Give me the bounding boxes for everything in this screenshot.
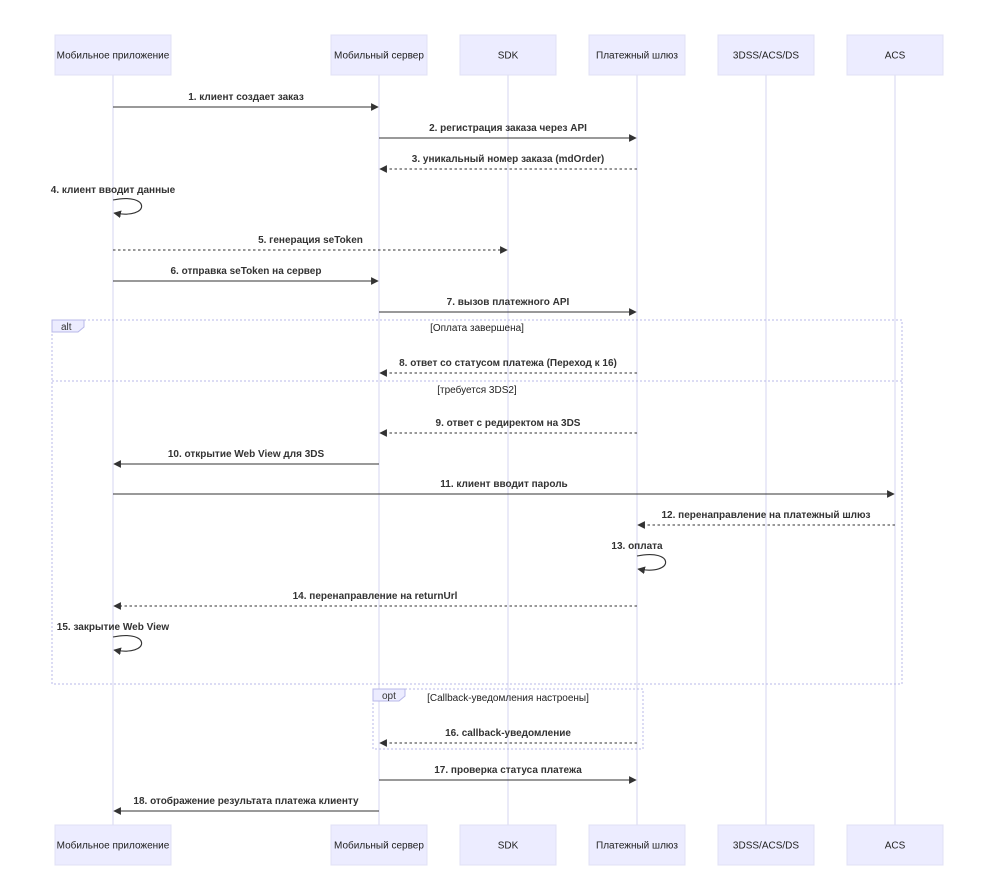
message-label: 13. оплата <box>611 541 663 552</box>
participant-box <box>54 824 172 866</box>
message-16: 16. callback-уведомление <box>379 728 637 747</box>
participant-box <box>330 824 428 866</box>
message-13: 13. оплата <box>611 541 666 575</box>
messages: 1. клиент создает заказ 2. регистрация за… <box>51 92 895 815</box>
participant-box <box>717 824 815 866</box>
participant-server-top: Мобильный сервер <box>330 34 428 76</box>
message-3: 3. уникальный номер заказа (mdOrder) <box>379 154 637 173</box>
frame-border <box>372 688 644 750</box>
participant-label: Мобильное приложение <box>57 840 170 852</box>
message-6: 6. отправка seToken на сервер <box>113 266 379 285</box>
message-label: 10. открытие Web View для 3DS <box>168 449 325 460</box>
participant-sdk-bottom: SDK <box>459 824 557 866</box>
participant-box <box>54 34 172 76</box>
message-5: 5. генерация seToken <box>113 235 508 254</box>
message-8: 8. ответ со статусом платежа (Переход к … <box>379 358 637 377</box>
message-9: 9. ответ с редиректом на 3DS <box>379 418 637 437</box>
participant-ds-bottom: 3DSS/ACS/DS <box>717 824 815 866</box>
participant-box <box>459 34 557 76</box>
message-label: 6. отправка seToken на сервер <box>171 266 322 277</box>
message-label: 8. ответ со статусом платежа (Переход к … <box>399 358 617 369</box>
message-label: 12. перенаправление на платежный шлюз <box>661 510 870 521</box>
frames: alt [Оплата завершена] [требуется 3DS2] opt… <box>51 319 903 750</box>
message-17: 17. проверка статуса платежа <box>379 765 637 784</box>
participant-box <box>846 34 944 76</box>
frame-condition: [Callback-уведомления настроены] <box>427 693 589 704</box>
participant-label: ACS <box>885 51 906 62</box>
message-18: 18. отображение результата платежа клиен… <box>113 795 379 815</box>
message-label: 4. клиент вводит данные <box>51 185 176 196</box>
participant-label: ACS <box>885 841 906 852</box>
participant-box <box>459 824 557 866</box>
frame-opt: opt [Callback-уведомления настроены] <box>372 688 644 750</box>
participant-label: 3DSS/ACS/DS <box>733 51 799 62</box>
frame-border <box>51 319 903 685</box>
message-label: 16. callback-уведомление <box>445 728 571 739</box>
self-message-arrow <box>112 635 142 656</box>
participant-label: 3DSS/ACS/DS <box>733 841 799 852</box>
participant-ds-top: 3DSS/ACS/DS <box>717 34 815 76</box>
message-label: 7. вызов платежного API <box>447 297 570 308</box>
participant-label: SDK <box>498 841 519 852</box>
message-label: 14. перенаправление на returnUrl <box>293 591 458 602</box>
participant-acs-top: ACS <box>846 34 944 76</box>
message-label: 15. закрытие Web View <box>57 622 170 633</box>
message-label: 18. отображение результата платежа клиен… <box>133 795 359 807</box>
frame-keyword: alt <box>61 322 72 333</box>
participant-box <box>717 34 815 76</box>
message-10: 10. открытие Web View для 3DS <box>113 449 379 468</box>
participant-server-bottom: Мобильный сервер <box>330 824 428 866</box>
actors-bottom: Мобильное приложение Мобильный сервер SDK П… <box>54 824 944 866</box>
message-11: 11. клиент вводит пароль <box>113 479 895 498</box>
participant-acs-bottom: ACS <box>846 824 944 866</box>
participant-box <box>330 34 428 76</box>
participant-box <box>588 34 686 76</box>
frame-condition: [требуется 3DS2] <box>437 384 517 396</box>
message-label: 2. регистрация заказа через API <box>429 123 587 134</box>
message-label: 17. проверка статуса платежа <box>434 765 582 776</box>
message-12: 12. перенаправление на платежный шлюз <box>637 510 895 529</box>
participant-label: Мобильный сервер <box>334 840 424 852</box>
message-2: 2. регистрация заказа через API <box>379 123 637 142</box>
participant-sdk-top: SDK <box>459 34 557 76</box>
message-7: 7. вызов платежного API <box>379 297 637 316</box>
message-label: 1. клиент создает заказ <box>188 92 304 103</box>
self-message-arrow <box>112 198 142 219</box>
frame-alt: alt [Оплата завершена] [требуется 3DS2] <box>51 319 903 685</box>
frame-tab <box>51 319 85 333</box>
participant-label: SDK <box>498 51 519 62</box>
message-1: 1. клиент создает заказ <box>113 92 379 111</box>
participant-app-top: Мобильное приложение <box>54 34 172 76</box>
participant-label: Платежный шлюз <box>596 51 678 62</box>
message-4: 4. клиент вводит данные <box>51 185 176 219</box>
participant-label: Платежный шлюз <box>596 841 678 852</box>
message-14: 14. перенаправление на returnUrl <box>113 591 637 610</box>
participant-app-bottom: Мобильное приложение <box>54 824 172 866</box>
frame-condition: [Оплата завершена] <box>430 323 524 334</box>
frame-keyword: opt <box>382 691 396 702</box>
self-message-arrow <box>636 554 666 575</box>
message-label: 3. уникальный номер заказа (mdOrder) <box>412 154 604 165</box>
message-15: 15. закрытие Web View <box>57 622 170 656</box>
participant-gateway-top: Платежный шлюз <box>588 34 686 76</box>
message-label: 9. ответ с редиректом на 3DS <box>436 418 581 429</box>
participant-label: Мобильный сервер <box>334 50 424 62</box>
actors-top: Мобильное приложение Мобильный сервер SDK П… <box>54 34 944 76</box>
message-label: 5. генерация seToken <box>258 235 363 246</box>
message-label: 11. клиент вводит пароль <box>440 479 567 490</box>
participant-gateway-bottom: Платежный шлюз <box>588 824 686 866</box>
participant-label: Мобильное приложение <box>57 50 170 62</box>
frame-tab <box>372 688 406 702</box>
participant-box <box>846 824 944 866</box>
participant-box <box>588 824 686 866</box>
lifelines <box>112 75 896 825</box>
